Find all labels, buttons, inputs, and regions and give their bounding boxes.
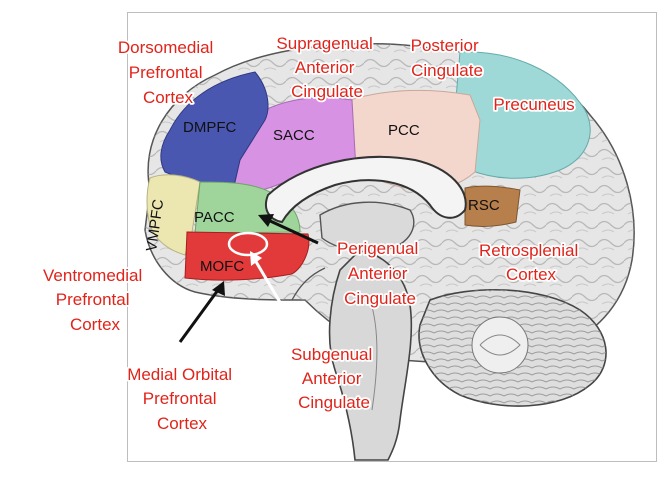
corpus-callosum [264,155,467,224]
label-dmpfc: DMPFC [183,119,236,136]
brainstem [328,249,413,461]
subgenual-marker [227,231,269,257]
callout-posterior-cingulate: Posterior Cingulate [411,36,484,80]
callout-perigenual-anterior-cingulate: Perigenual Anterior Cingulate [337,239,423,308]
region-precuneus [454,51,591,179]
callout-precuneus: Precuneus [493,95,574,114]
callout-medial-orbital-prefrontal-cortex: Medial Orbital Prefrontal Cortex [127,365,237,433]
label-mofc: MOFC [200,258,244,275]
region-rsc [464,185,521,227]
callout-ventromedial-prefrontal-cortex: Ventromedial Prefrontal Cortex [43,266,147,334]
label-pacc: PACC [194,209,235,226]
callout-supragenual-anterior-cingulate: Supragenual Anterior Cingulate [276,34,377,101]
region-dmpfc [160,71,269,196]
thalamus [319,201,415,253]
callout-subgenual-anterior-cingulate: Subgenual Anterior Cingulate [291,345,377,412]
label-sacc: SACC [273,127,315,144]
callout-dorsomedial-prefrontal-cortex: Dorsomedial Prefrontal Cortex [118,38,218,107]
callout-retrosplenial-cortex: Retrosplenial Cortex [479,241,583,284]
label-rsc: RSC [468,197,500,214]
cerebellum [418,288,607,407]
label-pcc: PCC [388,122,420,139]
arrows [178,214,319,343]
